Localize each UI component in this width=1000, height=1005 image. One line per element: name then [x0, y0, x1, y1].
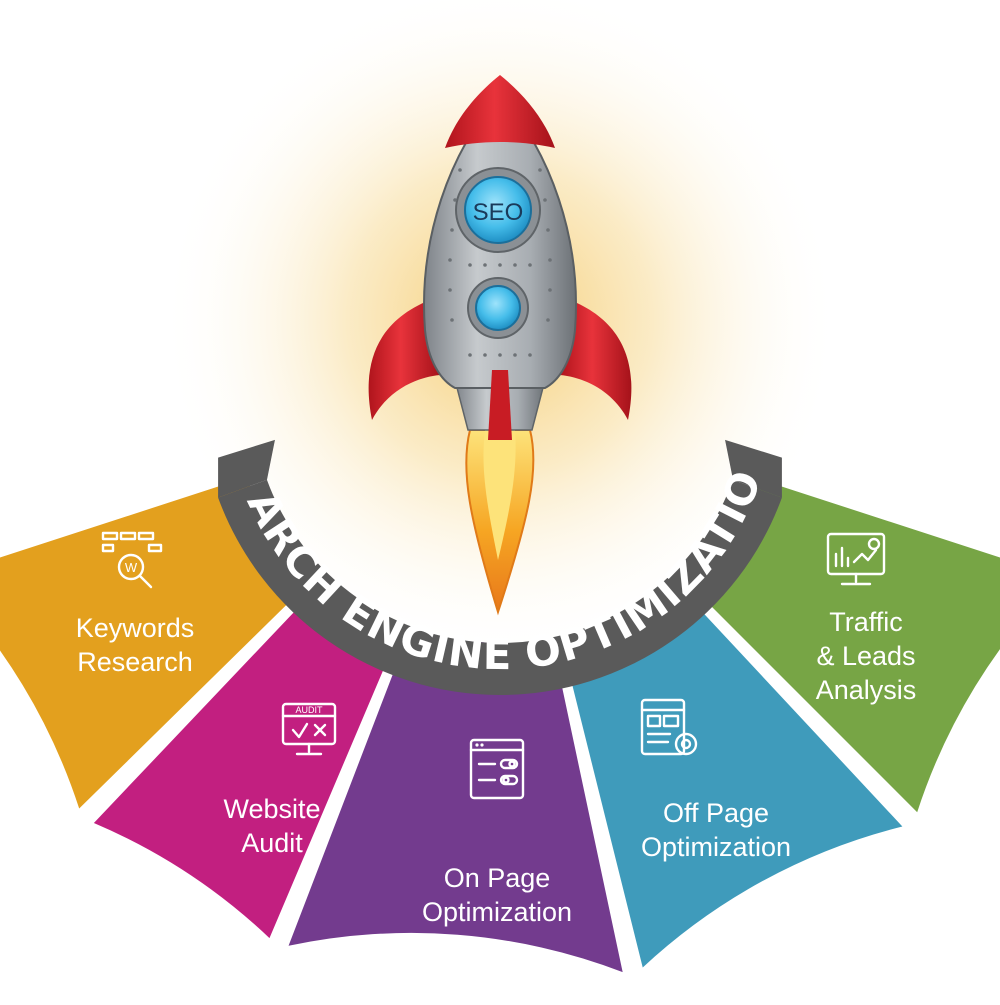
- rocket-flame-core: [483, 430, 516, 560]
- segment-label-line: Optimization: [422, 897, 572, 927]
- segment-label-line: Audit: [241, 828, 303, 858]
- segment-keywords: [0, 478, 308, 809]
- browser-settings-icon: [469, 738, 525, 800]
- title-band: [218, 479, 782, 695]
- gear-page-icon: [640, 698, 698, 756]
- segment-label-line: Research: [77, 647, 193, 677]
- segment-label-line: Traffic: [829, 607, 903, 637]
- audit-monitor-icon: AUDIT: [281, 702, 337, 756]
- segment-label-line: Keywords: [76, 613, 195, 643]
- rocket-icon: SEO: [368, 75, 632, 616]
- rocket-rivets: [448, 168, 552, 357]
- rocket-window-top: [464, 176, 532, 244]
- segment-label-line: & Leads: [816, 641, 915, 671]
- segment-offpage: [565, 592, 903, 968]
- segment-label-line: Analysis: [816, 675, 917, 705]
- segment-wheel: [0, 478, 1000, 973]
- rocket-fin-right: [560, 300, 632, 420]
- rocket-fin-left: [368, 300, 440, 420]
- keyword-badge: W: [125, 560, 138, 575]
- segment-label-line: Optimization: [641, 832, 791, 862]
- segment-audit: [93, 590, 395, 939]
- rocket-nose: [445, 75, 555, 148]
- segment-traffic: [690, 478, 1000, 813]
- rocket-window-bottom: [475, 285, 521, 331]
- segment-label-line: Off Page: [663, 798, 769, 828]
- analytics-monitor-icon: [826, 532, 886, 586]
- segment-onpage: [288, 641, 623, 973]
- rocket-tail-fin: [488, 370, 512, 440]
- rocket-window-label: SEO: [473, 199, 524, 226]
- keyword-search-icon: W: [101, 531, 163, 589]
- segment-label-line: On Page: [444, 863, 551, 893]
- segment-label-line: Website: [223, 794, 320, 824]
- audit-label: AUDIT: [296, 705, 324, 715]
- title-band-end-left: [218, 439, 275, 498]
- title-band-end-right: [725, 439, 782, 498]
